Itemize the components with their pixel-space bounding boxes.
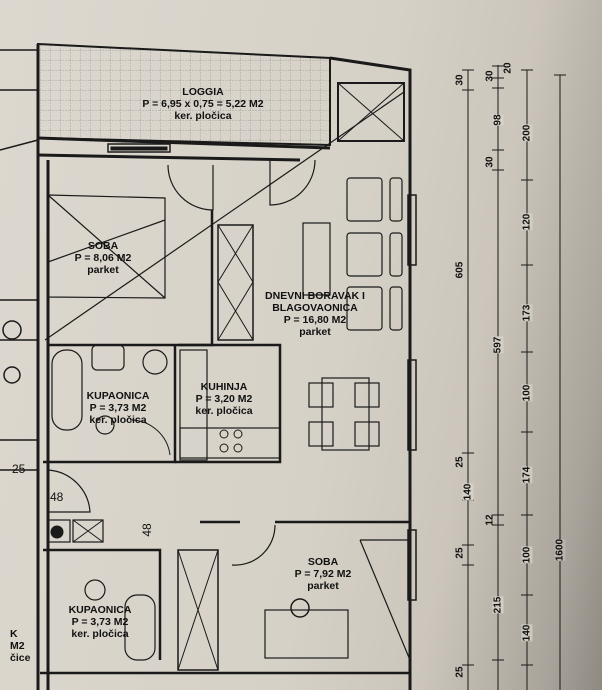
door-swing [129, 419, 171, 456]
room-floor: parket [299, 326, 331, 338]
room-floor: parket [87, 264, 119, 276]
boiler [47, 519, 71, 543]
shaft [72, 519, 104, 543]
desk [264, 609, 349, 659]
shaft [337, 82, 405, 142]
room-name: LOGGIA [182, 86, 224, 98]
room-name: K [10, 628, 18, 640]
room-wall [48, 210, 214, 347]
room-label-dnevni-boravak: DNEVNI BORAVAK I BLAGOVAONICA P = 16,80 … [265, 290, 365, 338]
sofa [302, 177, 403, 331]
wardrobe [217, 224, 254, 341]
room-floor: ker. pločica [71, 628, 129, 640]
room-name: KUPAONICA [68, 604, 132, 616]
room-wall [175, 343, 282, 464]
dimension-label: 30 [484, 156, 496, 168]
room-label-kupaonica-2: KUPAONICA P = 3,73 M2 ker. pločica [69, 604, 132, 640]
room-name: KUHINJA [200, 381, 248, 393]
bed [359, 539, 411, 661]
washing-machine [142, 349, 168, 375]
room-area: P = 3,73 M2 [71, 616, 129, 628]
room-label-loggia: LOGGIA P = 6,95 x 0,75 = 5,22 M2 ker. pl… [142, 86, 263, 122]
room-wall [40, 548, 410, 675]
door-swing [167, 164, 214, 211]
dimension-label: 25 [454, 547, 466, 559]
room-floor: ker. pločica [174, 110, 232, 122]
room-area: P = 8,06 M2 [74, 252, 132, 264]
room-name: SOBA [87, 240, 119, 252]
dimension-label: 1600 [554, 538, 566, 562]
room-label-kupaonica-1: KUPAONICA P = 3,73 M2 ker. pločica [87, 390, 150, 426]
room-name: SOBA [307, 556, 339, 568]
inner-dimension: 48 [140, 523, 154, 537]
room-area: P = 7,92 M2 [294, 568, 352, 580]
dimension-label: 120 [521, 213, 533, 231]
dimension-label: 174 [521, 466, 533, 484]
windows-right [407, 194, 417, 601]
sink [91, 344, 125, 371]
dimension-label: 20 [502, 62, 514, 74]
inner-dimension: 25 [12, 462, 26, 476]
room-area: M2 [10, 640, 25, 652]
dimension-label: 140 [521, 624, 533, 642]
room-area: P = 3,20 M2 [195, 393, 253, 405]
dimension-label: 98 [492, 114, 504, 126]
dimension-label: 25 [454, 456, 466, 468]
counter [179, 349, 208, 461]
room-area: P = 16,80 M2 [283, 314, 347, 326]
inner-dimension: 48 [50, 490, 64, 504]
room-floor: parket [307, 580, 339, 592]
room-area: P = 3,73 M2 [89, 402, 147, 414]
room-floor: čice [10, 652, 31, 664]
room-label-neighbour: K M2 čice [10, 628, 30, 664]
chair [290, 598, 310, 618]
room-floor: ker. pločica [89, 414, 147, 426]
room-label-soba-2: SOBA P = 7,92 M2 parket [295, 556, 352, 592]
dimension-lines [462, 65, 566, 690]
dimension-label: 30 [484, 70, 496, 82]
dimension-label: 605 [454, 261, 466, 279]
dimension-label: 25 [454, 666, 466, 678]
toilet [95, 415, 115, 435]
door-swing [231, 524, 276, 566]
dimension-label: 597 [492, 336, 504, 354]
room-name: KUPAONICA [86, 390, 150, 402]
bathtub [124, 594, 156, 661]
room-floor: ker. pločica [195, 405, 253, 417]
dining-table [308, 377, 380, 451]
dimension-label: 100 [521, 384, 533, 402]
neighbour-unit [0, 49, 39, 471]
room-label-soba-1: SOBA P = 8,06 M2 parket [75, 240, 132, 276]
counter [179, 427, 281, 459]
bed [47, 194, 166, 299]
door-swing [47, 469, 91, 513]
bathtub [51, 349, 83, 431]
dimension-label: 30 [454, 74, 466, 86]
window [107, 143, 171, 153]
room-name-2: BLAGOVAONICA [272, 302, 358, 314]
window [110, 146, 168, 151]
room-area: P = 6,95 x 0,75 = 5,22 M2 [142, 98, 264, 110]
dimension-label: 100 [521, 546, 533, 564]
dimension-label: 200 [521, 124, 533, 142]
stove [219, 429, 243, 453]
room-name: DNEVNI BORAVAK I [265, 290, 365, 302]
dimension-label: 215 [492, 596, 504, 614]
toilet [84, 579, 106, 601]
wardrobe [177, 549, 219, 671]
dimension-label: 12 [484, 514, 496, 526]
room-label-kuhinja: KUHINJA P = 3,20 M2 ker. pločica [195, 381, 252, 417]
door-swing [269, 159, 316, 206]
dimension-label: 173 [521, 304, 533, 322]
dimension-label: 140 [462, 483, 474, 501]
